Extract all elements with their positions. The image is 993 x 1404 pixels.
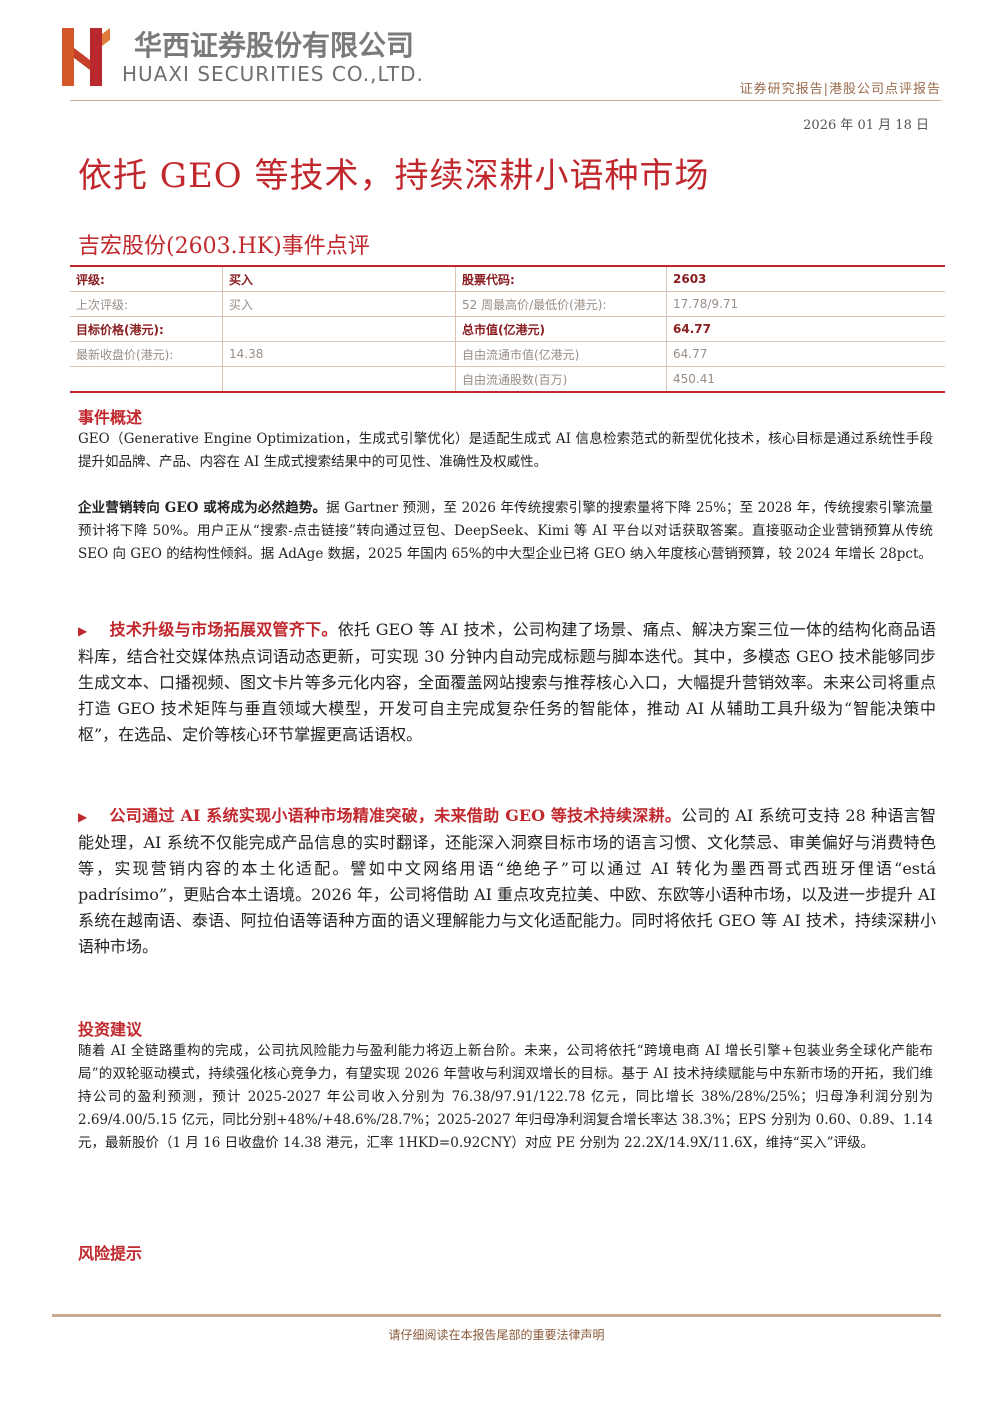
table-cell — [70, 366, 223, 393]
section-heading-risk: 风险提示 — [78, 1244, 143, 1263]
page-subtitle: 吉宏股份(2603.HK)事件点评 — [78, 234, 370, 259]
event-paragraph-2: 企业营销转向 GEO 或将成为必然趋势。据 Gartner 预测，至 2026 … — [78, 497, 933, 566]
section-heading-event: 事件概述 — [78, 408, 143, 427]
bullet-2-body: 公司的 AI 系统可支持 28 种语言智能处理，AI 系统不仅能完成产品信息的实… — [78, 806, 936, 956]
table-cell: 64.77 — [666, 341, 945, 367]
huaxi-logo-icon — [62, 28, 110, 86]
table-cell: 2603 — [666, 265, 945, 292]
event-paragraph-2-lead: 企业营销转向 GEO 或将成为必然趋势。 — [78, 500, 327, 516]
table-cell — [222, 366, 456, 393]
table-cell: 最新收盘价(港元): — [70, 341, 223, 367]
footer-divider — [52, 1314, 941, 1317]
bullet-1-body: 依托 GEO 等 AI 技术，公司构建了场景、痛点、解决方案三位一体的结构化商品… — [78, 620, 936, 744]
section-heading-invest: 投资建议 — [78, 1020, 143, 1039]
table-cell: 评级: — [70, 265, 223, 292]
table-row: 上次评级: 买入 52 周最高价/最低价(港元): 17.78/9.71 — [70, 291, 945, 317]
stock-info-table: 评级: 买入 股票代码: 2603 上次评级: 买入 52 周最高价/最低价(港… — [70, 265, 945, 393]
table-row: 最新收盘价(港元): 14.38 自由流通市值(亿港元) 64.77 — [70, 341, 945, 367]
table-row: 目标价格(港元): 总市值(亿港元) 64.77 — [70, 316, 945, 342]
table-cell: 52 周最高价/最低价(港元): — [455, 291, 667, 317]
company-name-en: HUAXI SECURITIES CO.,LTD. — [122, 62, 424, 86]
report-type: 证券研究报告|港股公司点评报告 — [739, 82, 941, 97]
page-title: 依托 GEO 等技术，持续深耕小语种市场 — [78, 156, 710, 196]
bullet-2-lead: 公司通过 AI 系统实现小语种市场精准突破，未来借助 GEO 等技术持续深耕。 — [109, 806, 682, 825]
table-cell: 目标价格(港元): — [70, 316, 223, 342]
table-cell: 14.38 — [222, 341, 456, 367]
bullet-arrow-icon: ▶ — [78, 810, 88, 824]
report-date: 2026 年 01 月 18 日 — [803, 118, 929, 133]
table-cell: 64.77 — [666, 316, 945, 342]
table-cell: 上次评级: — [70, 291, 223, 317]
table-cell: 17.78/9.71 — [666, 291, 945, 317]
event-paragraph-1: GEO（Generative Engine Optimization，生成式引擎… — [78, 431, 933, 470]
bullet-tech-upgrade: ▶ 技术升级与市场拓展双管齐下。依托 GEO 等 AI 技术，公司构建了场景、痛点… — [78, 617, 936, 748]
table-cell: 买入 — [222, 291, 456, 317]
table-cell: 自由流通市值(亿港元) — [455, 341, 667, 367]
bullet-minor-language: ▶ 公司通过 AI 系统实现小语种市场精准突破，未来借助 GEO 等技术持续深耕。… — [78, 803, 936, 960]
legal-disclaimer-note: 请仔细阅读在本报告尾部的重要法律声明 — [388, 1328, 605, 1342]
table-cell: 450.41 — [666, 366, 945, 393]
company-name-cn: 华西证券股份有限公司 — [134, 29, 415, 62]
table-cell — [222, 316, 456, 342]
table-row: 自由流通股数(百万) 450.41 — [70, 366, 945, 393]
bullet-1-lead: 技术升级与市场拓展双管齐下。 — [109, 620, 338, 639]
event-paragraph-2-body: 据 Gartner 预测，至 2026 年传统搜索引擎的搜索量将下降 25%；至… — [78, 500, 933, 562]
header-divider — [70, 100, 941, 101]
table-cell: 股票代码: — [455, 265, 667, 292]
table-cell: 买入 — [222, 265, 456, 292]
table-row: 评级: 买入 股票代码: 2603 — [70, 265, 945, 292]
invest-paragraph: 随着 AI 全链路重构的完成，公司抗风险能力与盈利能力将迈上新台阶。未来，公司将… — [78, 1043, 933, 1151]
bullet-arrow-icon: ▶ — [78, 624, 88, 638]
table-cell: 自由流通股数(百万) — [455, 366, 667, 393]
table-cell: 总市值(亿港元) — [455, 316, 667, 342]
